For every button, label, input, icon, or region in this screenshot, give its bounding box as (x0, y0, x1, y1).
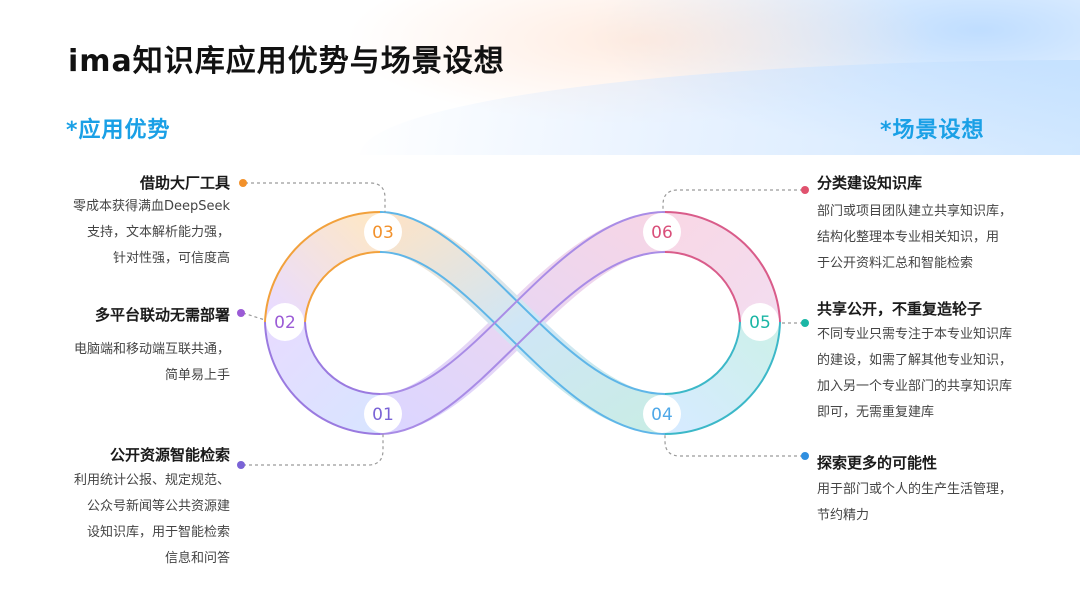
node-number: 06 (651, 223, 673, 243)
advantage-title-1: 借助大厂工具 (139, 174, 230, 192)
node-04: 04 (643, 395, 681, 433)
advantages-section-title: *应用优势 (66, 118, 171, 143)
scenario-desc-1-line: 于公开资料汇总和智能检索 (817, 256, 974, 271)
advantage-desc-1-line: 零成本获得满血DeepSeek (72, 199, 230, 214)
advantage-desc-1-line: 支持，文本解析能力强， (86, 225, 230, 240)
advantage-desc-1: 零成本获得满血DeepSeek 支持，文本解析能力强， 针对性强，可信度高 (73, 194, 230, 272)
scenario-title-3: 探索更多的可能性 (817, 454, 938, 472)
scenario-title-2: 共享公开，不重复造轮子 (817, 300, 983, 318)
node-circle (741, 303, 779, 341)
connector-06 (662, 189, 803, 212)
scenario-desc-1-line: 部门或项目团队建立共享知识库， (817, 204, 1013, 219)
scenario-desc-2-line: 不同专业只需专注于本专业知识库 (817, 327, 1013, 342)
node-number: 03 (372, 223, 394, 243)
node-number: 02 (274, 313, 296, 333)
node-number: 05 (749, 313, 771, 333)
scenario-desc-2: 不同专业只需专注于本专业知识库 的建设，如需了解其他专业知识， 加入另一个专业部… (817, 322, 1012, 426)
node-01: 01 (364, 395, 402, 433)
node-circle (364, 213, 402, 251)
advantage-desc-2: 电脑端和移动端互联共通， 简单易上手 (74, 337, 230, 389)
page-title: ima知识库应用优势与场景设想 (68, 44, 505, 79)
node-circle (266, 303, 304, 341)
scenario-desc-3: 用于部门或个人的生产生活管理， 节约精力 (817, 477, 1012, 529)
connector-dot (801, 186, 809, 194)
connector-dot (237, 309, 245, 317)
node-06: 06 (643, 213, 681, 251)
advantage-title-3: 公开资源智能检索 (109, 446, 230, 464)
connector-dot (237, 461, 245, 469)
connector-04 (664, 434, 803, 457)
advantage-title-2: 多平台联动无需部署 (94, 306, 230, 324)
loop-segment-cross-down (378, 212, 667, 434)
advantage-desc-2-line: 简单易上手 (164, 368, 230, 383)
node-circle (364, 395, 402, 433)
scenario-desc-2-line: 的建设，如需了解其他专业知识， (817, 353, 1013, 368)
connector-dot (239, 179, 247, 187)
scenario-desc-2-line: 即可，无需重复建库 (817, 405, 935, 420)
advantage-desc-3: 利用统计公报、规定规范、 公众号新闻等公共资源建 设知识库，用于智能检索 信息和… (74, 468, 230, 572)
advantage-desc-3-line: 公众号新闻等公共资源建 (86, 499, 230, 514)
node-number: 01 (372, 405, 394, 425)
scenario-desc-2-line: 加入另一个专业部门的共享知识库 (817, 379, 1013, 394)
connector-dot (801, 319, 809, 327)
advantage-desc-3-line: 信息和问答 (164, 551, 230, 566)
loop-segment-right-bottom (664, 320, 780, 434)
node-circle (643, 213, 681, 251)
scenario-title-1: 分类建设知识库 (817, 174, 923, 192)
advantage-desc-3-line: 利用统计公报、规定规范、 (73, 473, 230, 488)
connector-02 (242, 312, 266, 321)
scenario-desc-1: 部门或项目团队建立共享知识库， 结构化整理本专业相关知识，用 于公开资料汇总和智… (817, 199, 1012, 277)
scenario-desc-3-line: 节约精力 (817, 508, 870, 523)
scenarios-section-title: *场景设想 (880, 118, 985, 143)
advantage-desc-1-line: 针对性强，可信度高 (112, 251, 230, 266)
node-circle (643, 395, 681, 433)
node-02: 02 (266, 303, 304, 341)
connector-dot (801, 452, 809, 460)
connector-01 (243, 434, 384, 466)
node-03: 03 (364, 213, 402, 251)
advantage-desc-2-line: 电脑端和移动端互联共通， (73, 342, 230, 357)
node-number: 04 (651, 405, 673, 425)
scenario-desc-3-line: 用于部门或个人的生产生活管理， (817, 482, 1013, 497)
scenario-desc-1-line: 结构化整理本专业相关知识，用 (817, 230, 1000, 245)
loop-segment-left-bottom (265, 320, 381, 434)
advantage-desc-3-line: 设知识库，用于智能检索 (86, 525, 230, 540)
connector-03 (245, 182, 386, 212)
node-05: 05 (741, 303, 779, 341)
